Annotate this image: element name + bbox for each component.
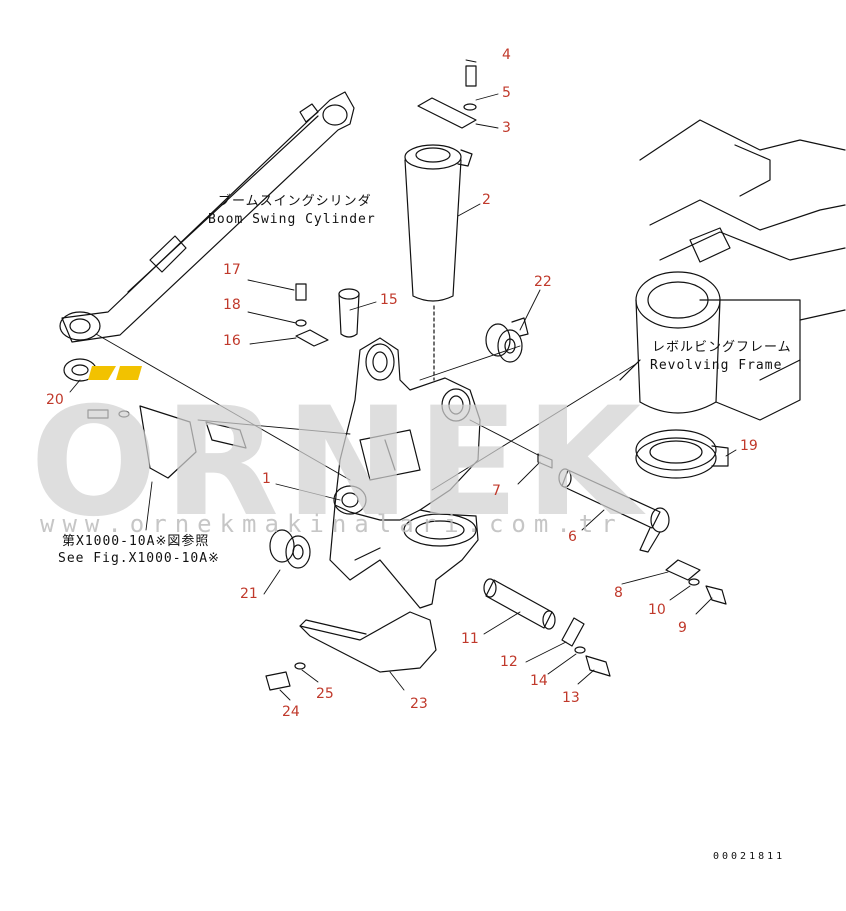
note-boom-swing-cylinder-en: Boom Swing Cylinder	[208, 212, 376, 227]
callout-2: 2	[482, 192, 491, 208]
callout-1: 1	[262, 471, 271, 487]
callout-11: 11	[461, 631, 479, 647]
callout-9: 9	[678, 620, 687, 636]
pin-11	[483, 578, 556, 630]
callout-15: 15	[380, 292, 398, 308]
callout-14: 14	[530, 673, 548, 689]
cover-23	[265, 611, 437, 691]
document-number: 00021811	[713, 851, 786, 862]
callout-10: 10	[648, 602, 666, 618]
callout-20: 20	[46, 392, 64, 408]
callout-6: 6	[568, 529, 577, 545]
watermark-logo: ORNEK	[30, 376, 648, 550]
boom-swing-cylinder	[59, 91, 355, 343]
pin-6	[537, 453, 670, 553]
callout-8: 8	[614, 585, 623, 601]
washers	[63, 317, 529, 569]
callout-13: 13	[562, 690, 580, 706]
callout-22: 22	[534, 274, 552, 290]
note-boom-swing-cylinder-jp: ブームスイングシリンダ	[218, 194, 372, 209]
accent-marks	[88, 366, 142, 380]
guard-plate	[87, 405, 247, 479]
callout-4: 4	[502, 47, 511, 63]
note-see-fig-en: See Fig.X1000-10A※	[58, 551, 220, 566]
watermark-url: www.ornekmakinalari.com.tr	[40, 510, 624, 538]
callout-16: 16	[223, 333, 241, 349]
callout-18: 18	[223, 297, 241, 313]
note-see-fig-jp: 第X1000-10A※図参照	[62, 534, 210, 549]
revolving-frame	[619, 119, 846, 421]
note-revolving-frame-jp: レボルビングフレーム	[652, 340, 792, 355]
callout-23: 23	[410, 696, 428, 712]
callout-12: 12	[500, 654, 518, 670]
callout-25: 25	[316, 686, 334, 702]
callout-19: 19	[740, 438, 758, 454]
pin-and-bolts-upper	[295, 283, 360, 347]
plate-12-bolt-13	[561, 617, 611, 677]
bracket-body	[329, 337, 481, 609]
bearing-ring	[635, 429, 729, 479]
callout-3: 3	[502, 120, 511, 136]
callout-7: 7	[492, 483, 501, 499]
plate-8-bolt-9	[665, 559, 727, 605]
callout-24: 24	[282, 704, 300, 720]
bushing-and-plate	[404, 65, 477, 381]
callout-5: 5	[502, 85, 511, 101]
callout-17: 17	[223, 262, 241, 278]
note-revolving-frame-en: Revolving Frame	[650, 358, 783, 373]
leader-lines	[69, 59, 737, 701]
callout-21: 21	[240, 586, 258, 602]
